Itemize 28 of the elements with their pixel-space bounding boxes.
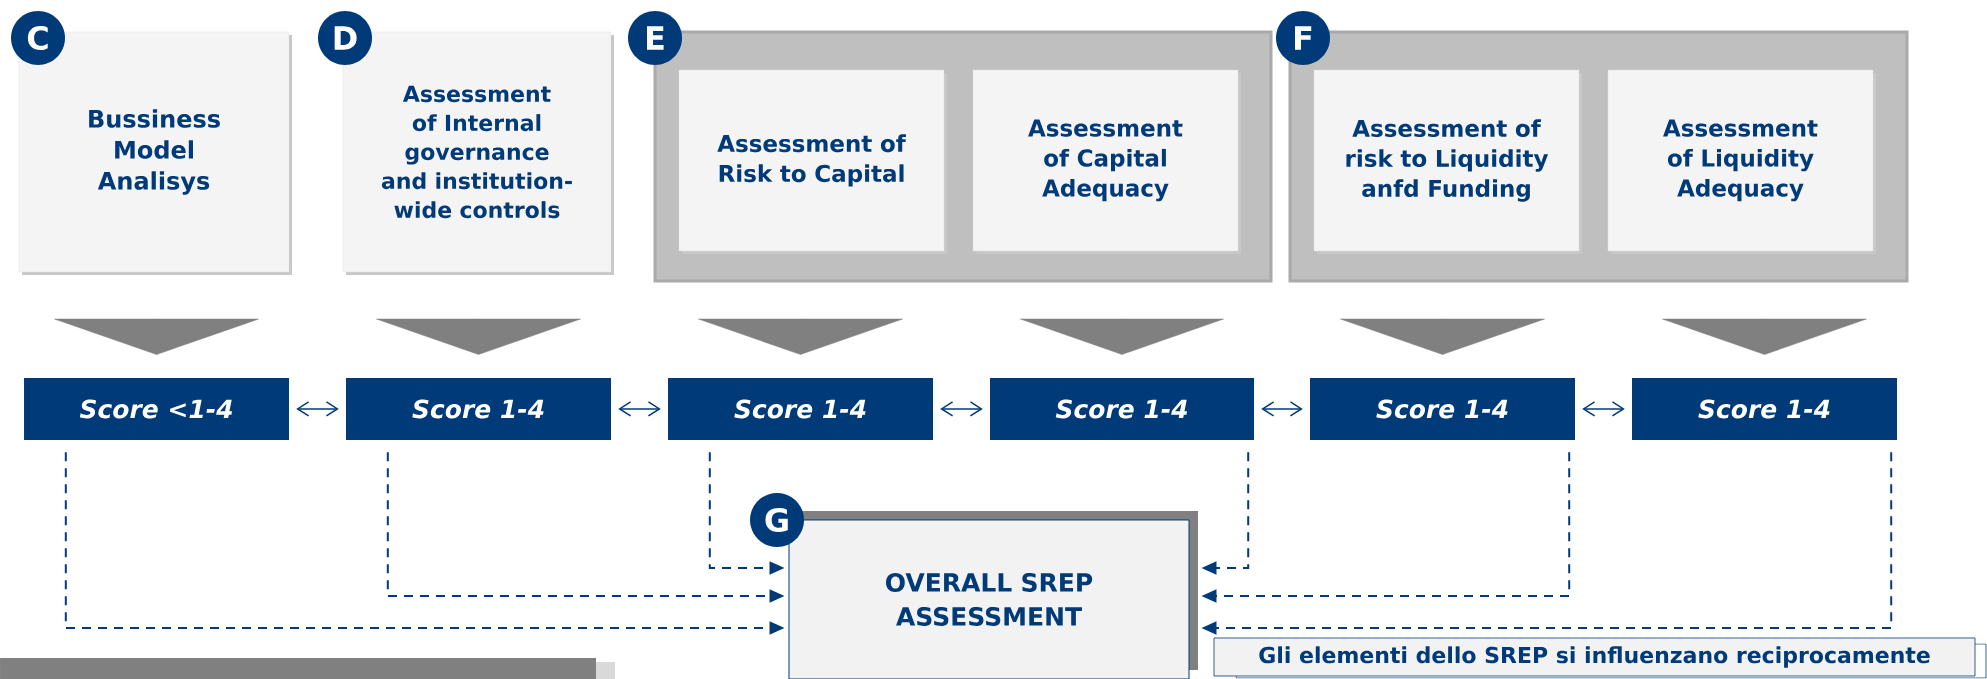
letter-badge: E — [628, 11, 682, 65]
score-box: Score 1-4 — [346, 378, 611, 440]
chevron-arrow — [1340, 318, 1545, 355]
assessment-box: Assessment of Liquidity Adequacy — [1607, 69, 1876, 254]
assessment-box: Assessment of Risk to Capital — [678, 69, 947, 254]
score-box: Score 1-4 — [1310, 378, 1575, 440]
letter-badge: C — [11, 11, 65, 65]
double-arrow — [296, 401, 339, 417]
double-arrow — [940, 401, 983, 417]
letter-badge: D — [318, 11, 372, 65]
result-box: OVERALL SREP ASSESSMENT — [788, 511, 1198, 679]
note-box: Gli elementi dello SREP si influenzano reciprocamente — [1213, 637, 1987, 679]
score-box: Score 1-4 — [668, 378, 933, 440]
chevron-arrow — [698, 318, 903, 355]
chevron-arrow — [54, 318, 259, 355]
score-box: Score <1-4 — [24, 378, 289, 440]
assessment-box: Assessment of risk to Liquidity anfd Funding — [1313, 69, 1582, 254]
score-box: Score 1-4 — [990, 378, 1254, 440]
double-arrow — [618, 401, 661, 417]
chevron-arrow — [1662, 318, 1867, 355]
double-arrow — [1261, 401, 1303, 417]
letter-badge: F — [1276, 11, 1330, 65]
chevron-arrow — [376, 318, 581, 355]
letter-badge: G — [750, 493, 804, 547]
chevron-arrow — [1020, 318, 1224, 355]
score-box: Score 1-4 — [1632, 378, 1897, 440]
assessment-box: Assessment of Capital Adequacy — [972, 69, 1241, 254]
double-arrow — [1582, 401, 1625, 417]
